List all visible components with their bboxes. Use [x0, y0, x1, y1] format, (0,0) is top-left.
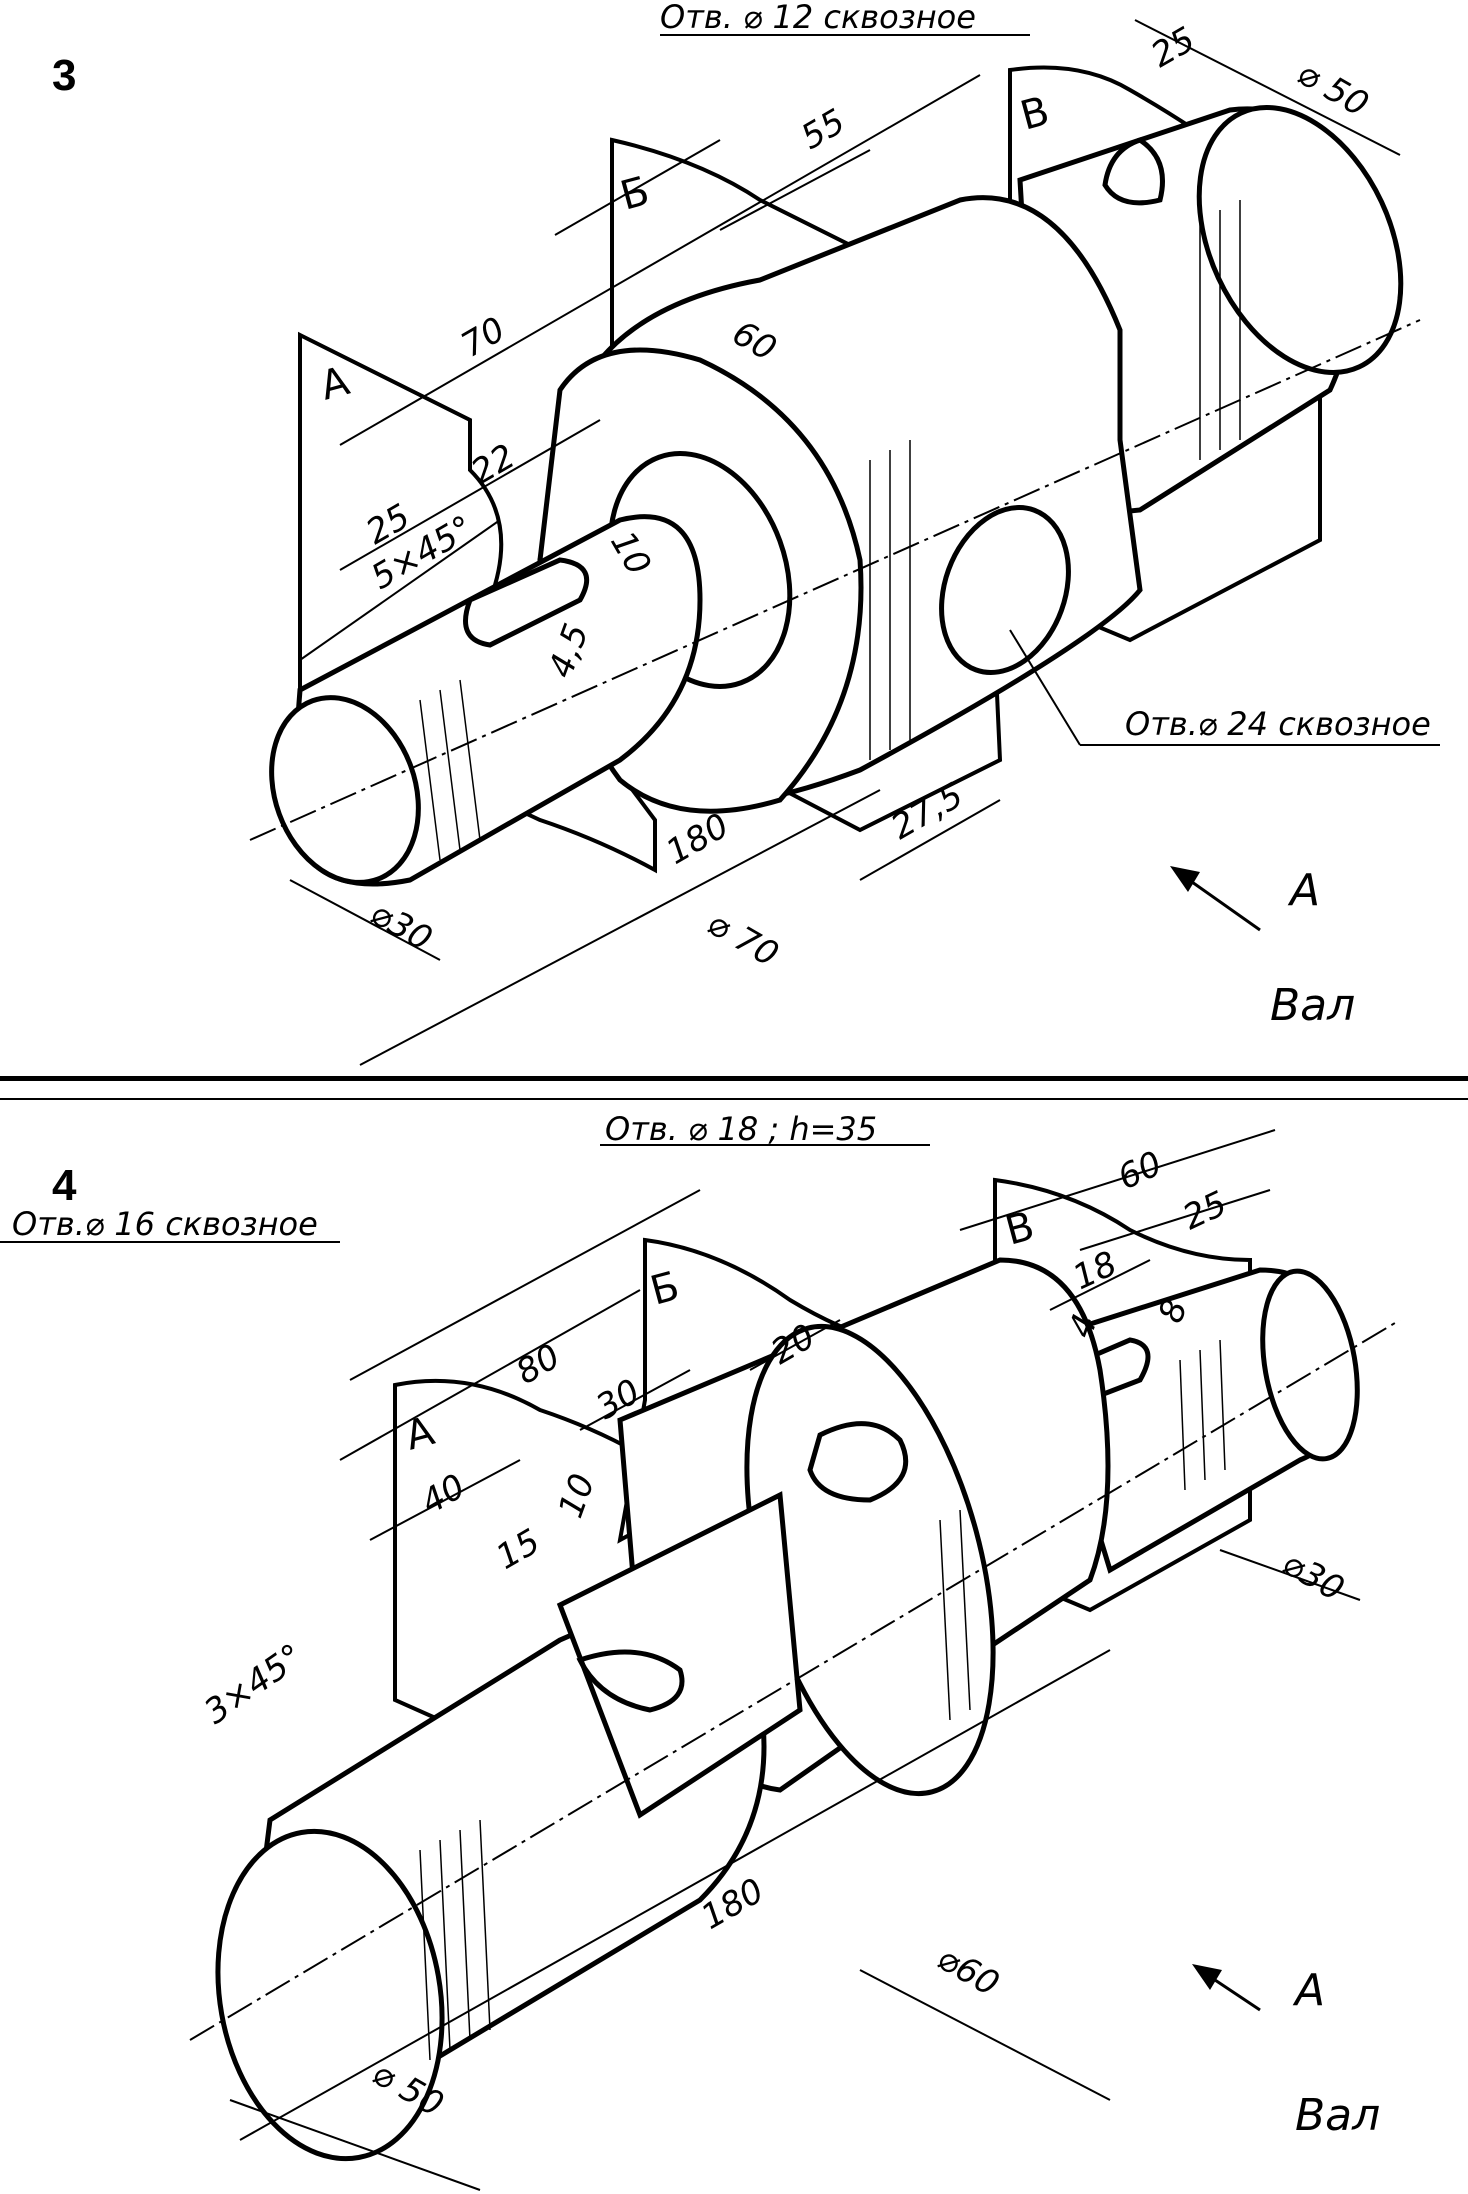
flat-cut-section	[556, 1491, 803, 1819]
part-title: Вал	[1295, 2090, 1380, 2141]
center-axis	[189, 1319, 1401, 2041]
view-arrow	[1192, 1964, 1261, 2012]
dim-70: 70	[455, 310, 512, 366]
shaft-right-end-face	[1196, 105, 1404, 375]
isometric-drawing-3: 3 Отв.	[52, 0, 1440, 1066]
hole-24-side	[939, 505, 1071, 675]
shaft-right-end-face	[1260, 1268, 1360, 1462]
dim-55: 55	[795, 102, 852, 158]
view-letter: А	[1287, 865, 1320, 916]
panel-separator	[0, 1076, 1468, 1081]
dim-d30: ⌀30	[364, 893, 439, 960]
dim-d30: ⌀30	[1276, 1543, 1351, 1610]
dimension-lines	[289, 19, 1440, 1066]
dim-180: 180	[660, 806, 736, 873]
dim-d70: ⌀ 70	[701, 903, 786, 975]
note-hole-24: Отв.⌀ 24 сквозное	[1125, 705, 1431, 743]
part-title: Вал	[1270, 980, 1355, 1031]
dim-d60: ⌀60	[931, 1938, 1006, 2005]
shaft-left-end-face	[215, 1828, 445, 2162]
dim-25: 25	[1177, 1184, 1233, 1239]
dim-chamfer: 3×45°	[197, 1636, 310, 1732]
shaft-left-end-face	[269, 695, 421, 885]
isometric-drawing-4: 4	[0, 1110, 1401, 2191]
dimension-lines	[0, 1129, 1361, 2191]
note-hole-16: Отв.⌀ 16 сквозное	[12, 1205, 318, 1243]
hole-18-top	[807, 1421, 909, 1503]
surface-hatching	[419, 200, 1241, 861]
exercise-number: 3	[52, 51, 76, 100]
keyway-slot	[463, 557, 590, 648]
drawing-panel-4: 4	[0, 1100, 1468, 2194]
view-letter: А	[1292, 1965, 1325, 2016]
center-axis	[249, 319, 1421, 841]
dim-60: 60	[1112, 1144, 1168, 1199]
note-hole-18: Отв. ⌀ 18 ; h=35	[605, 1110, 877, 1148]
view-arrow	[1170, 866, 1261, 932]
drawing-panel-3: 3 Отв.	[0, 0, 1468, 1070]
exercise-number: 4	[52, 1161, 77, 1210]
hole-12-top	[1102, 137, 1165, 206]
surface-hatching	[419, 1339, 1226, 2061]
dim-25-top: 25	[1145, 20, 1202, 76]
dim-80: 80	[510, 1337, 567, 1393]
panel-separator-secondary	[0, 1098, 1468, 1100]
note-hole-12: Отв. ⌀ 12 сквозное	[660, 0, 976, 36]
hole-16	[576, 1649, 685, 1713]
